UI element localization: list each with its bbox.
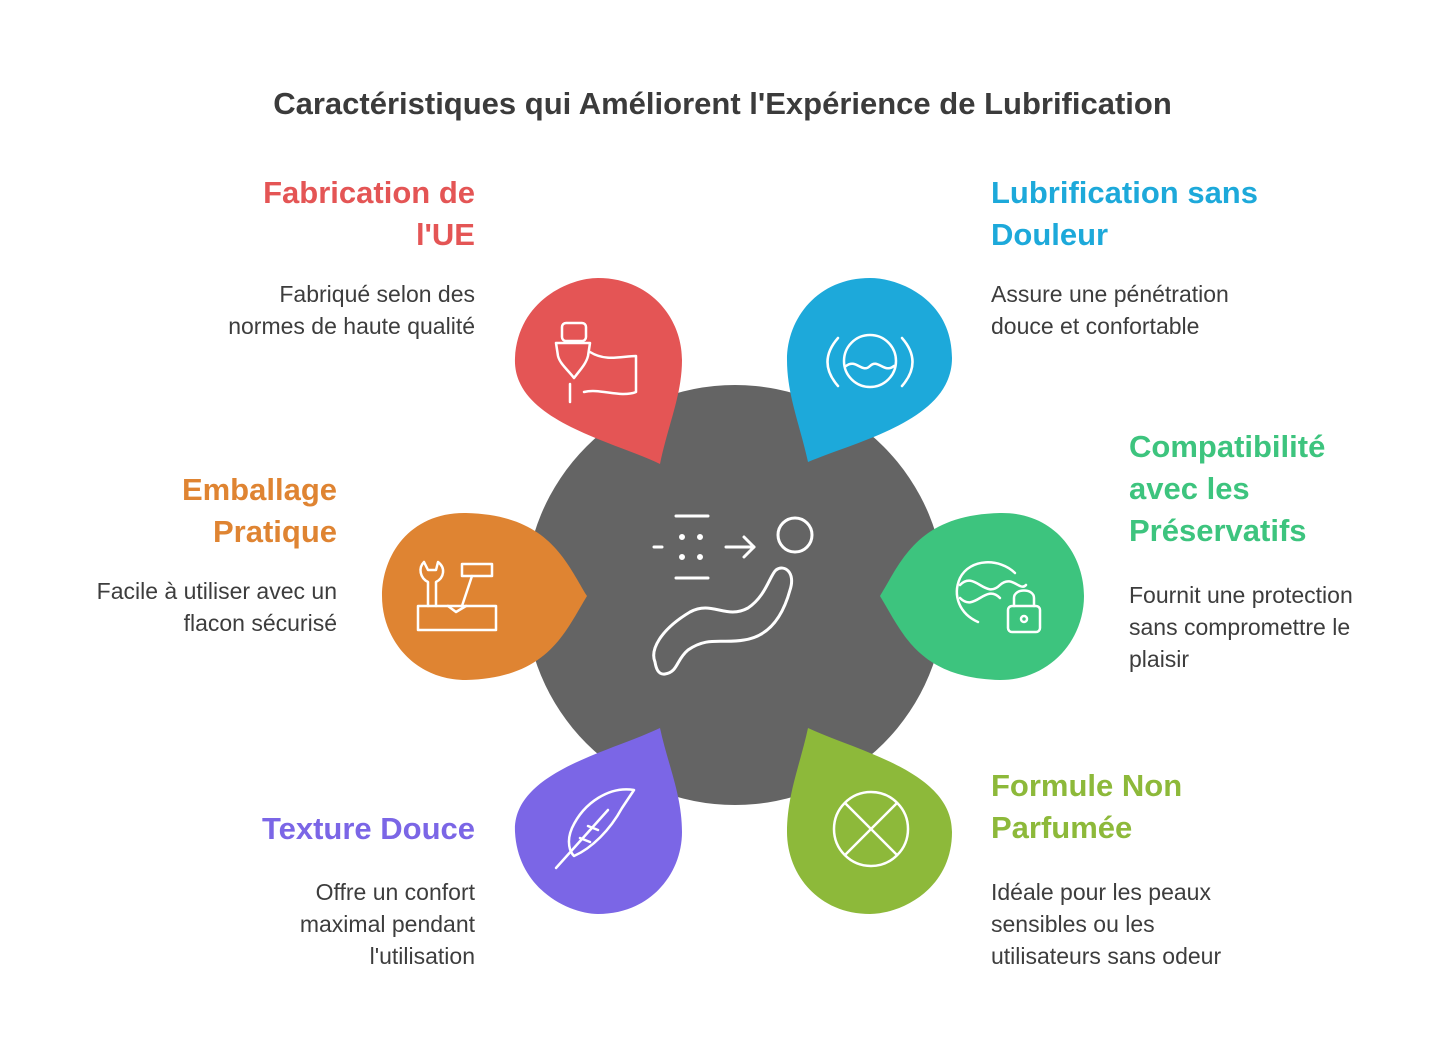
petal-practical-packaging — [382, 512, 587, 680]
heading-line: avec les — [1129, 471, 1250, 506]
desc-line: Idéale pour les peaux — [991, 879, 1211, 905]
heading-line: Compatibilité — [1129, 429, 1326, 464]
feature-heading-eu-manufacturing: Fabrication de l'UE — [180, 172, 475, 256]
desc-line: Facile à utiliser avec un — [96, 578, 337, 604]
liquid-circle-icon — [826, 333, 914, 389]
heading-line: Préservatifs — [1129, 513, 1307, 548]
feather-icon — [554, 788, 636, 870]
heading-line: Fabrication de — [263, 175, 475, 210]
feature-desc-condom-compatibility: Fournit une protection sans compromettre… — [1129, 579, 1429, 675]
desc-line: Fournit une protection — [1129, 582, 1353, 608]
desc-line: flacon sécurisé — [183, 610, 337, 636]
circle-x-icon — [832, 790, 910, 868]
desc-line: sensibles ou les — [991, 911, 1155, 937]
diagram-title: Caractéristiques qui Améliorent l'Expéri… — [273, 86, 1172, 121]
desc-line: utilisateurs sans odeur — [991, 943, 1222, 969]
feature-heading-painless-lubrication: Lubrification sans Douleur — [991, 172, 1321, 256]
heading-line: Formule Non — [991, 768, 1183, 803]
desc-line: plaisir — [1129, 646, 1190, 672]
heading-line: Parfumée — [991, 810, 1133, 845]
feature-desc-soft-texture: Offre un confort maximal pendant l'utili… — [180, 876, 475, 972]
heading-line: Pratique — [212, 514, 337, 549]
toolbox-icon — [416, 560, 498, 632]
petal-unscented-formula — [787, 728, 952, 914]
desc-line: Fabriqué selon des — [279, 281, 475, 307]
feature-heading-practical-packaging: Emballage Pratique — [60, 469, 337, 553]
feature-desc-practical-packaging: Facile à utiliser avec un flacon sécuris… — [20, 575, 337, 639]
person-reclining-with-flow-icon — [652, 514, 814, 676]
desc-line: l'utilisation — [369, 943, 475, 969]
feature-heading-condom-compatibility: Compatibilité avec les Préservatifs — [1129, 426, 1429, 552]
feature-heading-soft-texture: Texture Douce — [180, 808, 475, 850]
dna-lock-icon — [955, 561, 1042, 634]
petal-eu-manufacturing — [514, 278, 682, 464]
desc-line: sans compromettre le — [1129, 614, 1351, 640]
feature-desc-unscented-formula: Idéale pour les peaux sensibles ou les u… — [991, 876, 1321, 972]
hand-holding-flag-icon — [554, 321, 638, 404]
heading-line: Texture Douce — [261, 811, 475, 846]
heading-line: l'UE — [415, 217, 475, 252]
feature-heading-unscented-formula: Formule Non Parfumée — [991, 765, 1321, 849]
desc-line: Assure une pénétration — [991, 281, 1229, 307]
desc-line: Offre un confort — [315, 879, 475, 905]
heading-line: Emballage — [181, 472, 337, 507]
central-hub — [525, 385, 945, 805]
desc-line: normes de haute qualité — [228, 313, 475, 339]
heading-line: Lubrification sans — [991, 175, 1258, 210]
feature-desc-eu-manufacturing: Fabriqué selon des normes de haute quali… — [150, 278, 475, 342]
desc-line: douce et confortable — [991, 313, 1200, 339]
petal-painless-lubrication — [787, 278, 952, 462]
feature-desc-painless-lubrication: Assure une pénétration douce et conforta… — [991, 278, 1321, 342]
desc-line: maximal pendant — [299, 911, 475, 937]
heading-line: Douleur — [991, 217, 1109, 252]
